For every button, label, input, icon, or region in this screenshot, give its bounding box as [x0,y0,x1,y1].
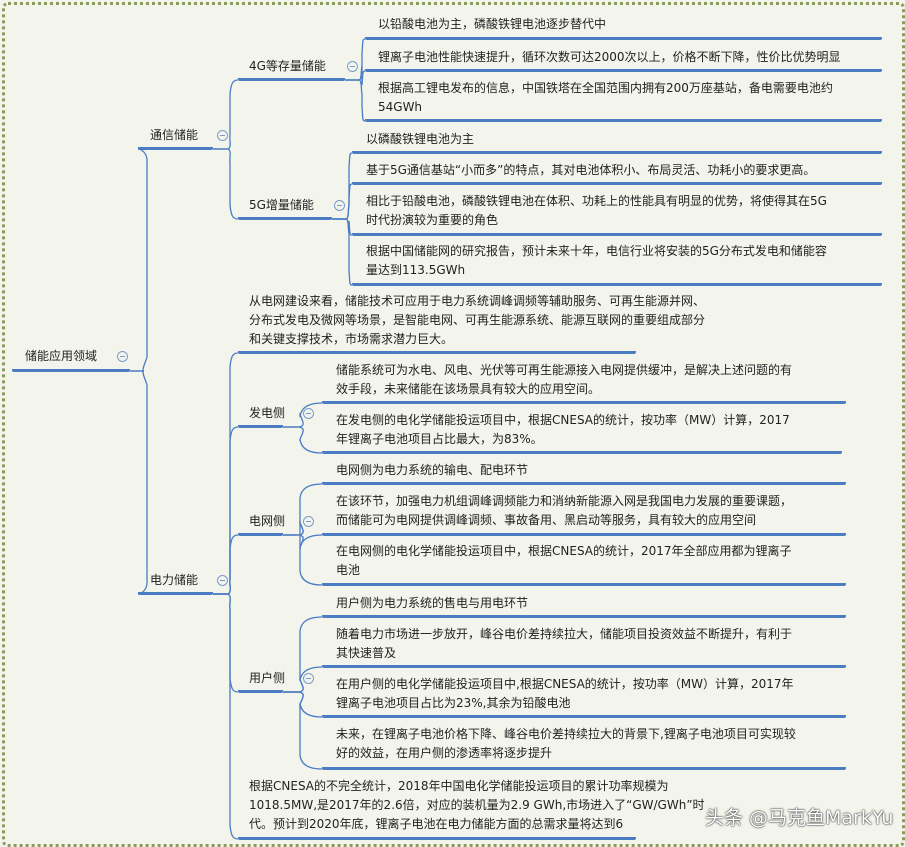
collapse-toggle-icon[interactable] [217,130,228,141]
connector-line [226,79,239,150]
connector-line [137,370,148,595]
connector-line [296,534,323,586]
collapse-toggle-icon[interactable] [334,200,345,211]
leaf-node[interactable]: 在用户侧的电化学储能投运项目中,根据CNESA的统计，按功率（MW）计算，201… [322,675,846,718]
leaf-node[interactable]: 在电网侧的电化学储能投运项目中，根据CNESA的统计，2017年全部应用都为锂离… [322,542,846,586]
connector-line [296,691,323,718]
connector-line [296,402,323,428]
leaf-node[interactable]: 以磷酸铁锂电池为主 [352,130,882,154]
leaf-node[interactable]: 基于5G通信基站“小而多”的特点，其对电池体积小、布局灵活、功耗小的要求更高。 [352,161,882,185]
connector-line [358,65,366,86]
connector-line [226,426,239,595]
leaf-node[interactable]: 电网侧为电力系统的输电、配电环节 [322,461,846,485]
leaf-node[interactable]: 以铅酸电池为主，磷酸铁锂电池逐步替代中 [365,15,882,40]
leaf-node[interactable]: 在发电侧的电化学储能投运项目中，根据CNESA的统计，按功率（MW）计算，201… [322,411,842,454]
power-intro-text[interactable]: 从电网建设来看，储能技术可应用于电力系统调峰调频等辅助服务、可再生能源并网、 分… [238,292,705,354]
root-node[interactable]: 储能应用领域 [12,347,130,372]
collapse-toggle-icon[interactable] [217,575,228,586]
leaf-node[interactable]: 在该环节，加强电力机组调峰调频能力和消纳新能源入网是我国电力发展的重要课题， 而… [322,492,846,536]
collapse-toggle-icon[interactable] [303,673,314,684]
connector-line [226,593,239,840]
connector-line [358,79,366,122]
connector-line [226,148,239,220]
leaf-node[interactable]: 相比于铅酸电池，磷酸铁锂电池在体积、功耗上的性能具有明显的优势，将使得其在5G … [352,192,882,236]
node-generation-side[interactable]: 发电侧 [238,404,285,428]
connector-line [226,352,239,595]
connector-line [226,593,239,693]
branch-telecom-storage[interactable]: 通信储能 [138,126,213,150]
collapse-toggle-icon[interactable] [303,516,314,527]
branch-power-storage[interactable]: 电力储能 [138,571,213,595]
leaf-node[interactable]: 用户侧为电力系统的售电与用电环节 [322,594,846,618]
connector-line [296,691,323,770]
connector-line [345,183,353,220]
collapse-toggle-icon[interactable] [117,351,128,362]
leaf-node[interactable]: 锂离子电池性能快速提升，循环次数可达2000次以上，价格不断下降，性价比优势明显 [365,48,882,72]
connector-line [137,148,148,372]
connector-line [296,483,323,536]
leaf-node[interactable]: 随着电力市场进一步放开，峰谷电价差持续拉大，储能项目投资效益不断提升，有利于 其… [322,625,846,668]
collapse-toggle-icon[interactable] [303,408,314,419]
watermark: 头条 @马克鱼MarkYu [705,807,894,829]
power-summary-text[interactable]: 根据CNESA的不完全统计，2018年中国电化学储能投运项目的累计功率规模为 1… [238,777,705,840]
node-5g-storage[interactable]: 5G增量储能 [238,196,332,220]
node-grid-side[interactable]: 电网侧 [238,512,285,536]
leaf-node[interactable]: 储能系统可为水电、风电、光伏等可再生能源接入电网提供缓冲，是解决上述问题的有 效… [322,361,846,404]
connector-line [296,666,323,693]
leaf-node[interactable]: 未来，在锂离子电池价格下降、峰谷电价差持续拉大的背景下,锂离子电池项目可实现较 … [322,725,846,770]
node-user-side[interactable]: 用户侧 [238,669,285,693]
leaf-node[interactable]: 根据高工锂电发布的信息，中国铁塔在全国范围内拥有200万座基站，备电需要电池约 … [365,79,882,122]
leaf-node[interactable]: 根据中国储能网的研究报告，预计未来十年，电信行业将安装的5G分布式发电和储能容 … [352,242,882,286]
node-4g-storage[interactable]: 4G等存量储能 [238,57,345,81]
connector-line [345,218,353,286]
connector-line [226,534,239,595]
connector-line [296,426,323,454]
collapse-toggle-icon[interactable] [347,61,358,72]
